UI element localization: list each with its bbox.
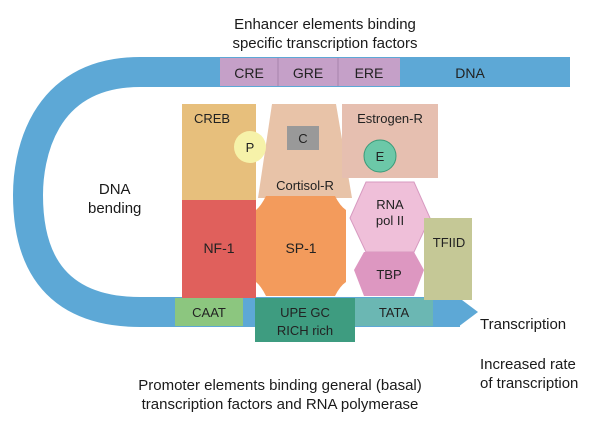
increased-rate-line2: of transcription: [480, 375, 579, 392]
dna-strand-end: [440, 57, 570, 87]
enhancer-caption-line1: Enhancer elements binding: [234, 16, 416, 33]
caat-element: [175, 298, 243, 326]
cre-label: CRE: [234, 65, 264, 81]
cortisol-r-label: Cortisol-R: [276, 178, 334, 193]
estrogen-circle: [363, 139, 397, 173]
rna-label-line2: pol II: [376, 213, 404, 228]
upe-label-line1: UPE GC: [280, 305, 330, 320]
increased-rate-line1: Increased rate: [480, 356, 576, 373]
cortisol-box: [287, 126, 319, 150]
transcription-arrowhead: [458, 297, 478, 327]
gre-element: [278, 58, 338, 86]
cre-element: [220, 58, 278, 86]
creb-label: CREB: [194, 111, 230, 126]
promoter-caption: Promoter elements binding general (basal…: [80, 376, 480, 414]
ere-label: ERE: [355, 65, 384, 81]
sp1-factor: [256, 196, 346, 296]
nf1-label: NF-1: [203, 240, 234, 256]
dna-label: DNA: [455, 65, 485, 81]
p-label: P: [246, 140, 255, 155]
e-label: E: [376, 149, 385, 164]
enhancer-caption-line2: specific transcription factors: [232, 35, 418, 52]
tbp-label: TBP: [376, 267, 401, 282]
increased-rate-caption: Increased rate of transcription: [480, 355, 578, 393]
tbp-factor: [354, 252, 424, 296]
phosphate-circle: [234, 131, 266, 163]
tata-element: [355, 298, 433, 326]
tata-label: TATA: [379, 305, 410, 320]
enhancer-caption: Enhancer elements binding specific trans…: [170, 15, 480, 53]
dna-bending-line2: bending: [88, 200, 142, 217]
dna-bending-caption: DNA bending: [88, 180, 141, 218]
upe-gc-element: [255, 298, 355, 342]
dna-strand: [12, 57, 470, 327]
tfiid-factor: [424, 218, 472, 300]
dna-bending-line1: DNA: [98, 181, 131, 198]
promoter-caption-line1: Promoter elements binding general (basal…: [138, 377, 422, 394]
upe-label-line2: RICH rich: [277, 323, 333, 338]
c-label: C: [298, 131, 307, 146]
sp1-label: SP-1: [285, 240, 316, 256]
cortisol-r-factor: [258, 104, 352, 198]
gre-label: GRE: [293, 65, 323, 81]
caat-label: CAAT: [192, 305, 226, 320]
rna-label-line1: RNA: [376, 197, 404, 212]
ere-element: [338, 58, 400, 86]
transcription-caption: Transcription: [480, 316, 567, 333]
nf1-factor: [182, 200, 256, 298]
estrogen-r-label: Estrogen-R: [357, 111, 423, 126]
tfiid-label: TFIID: [433, 235, 466, 250]
promoter-caption-line2: transcription factors and RNA polymerase: [141, 396, 419, 413]
